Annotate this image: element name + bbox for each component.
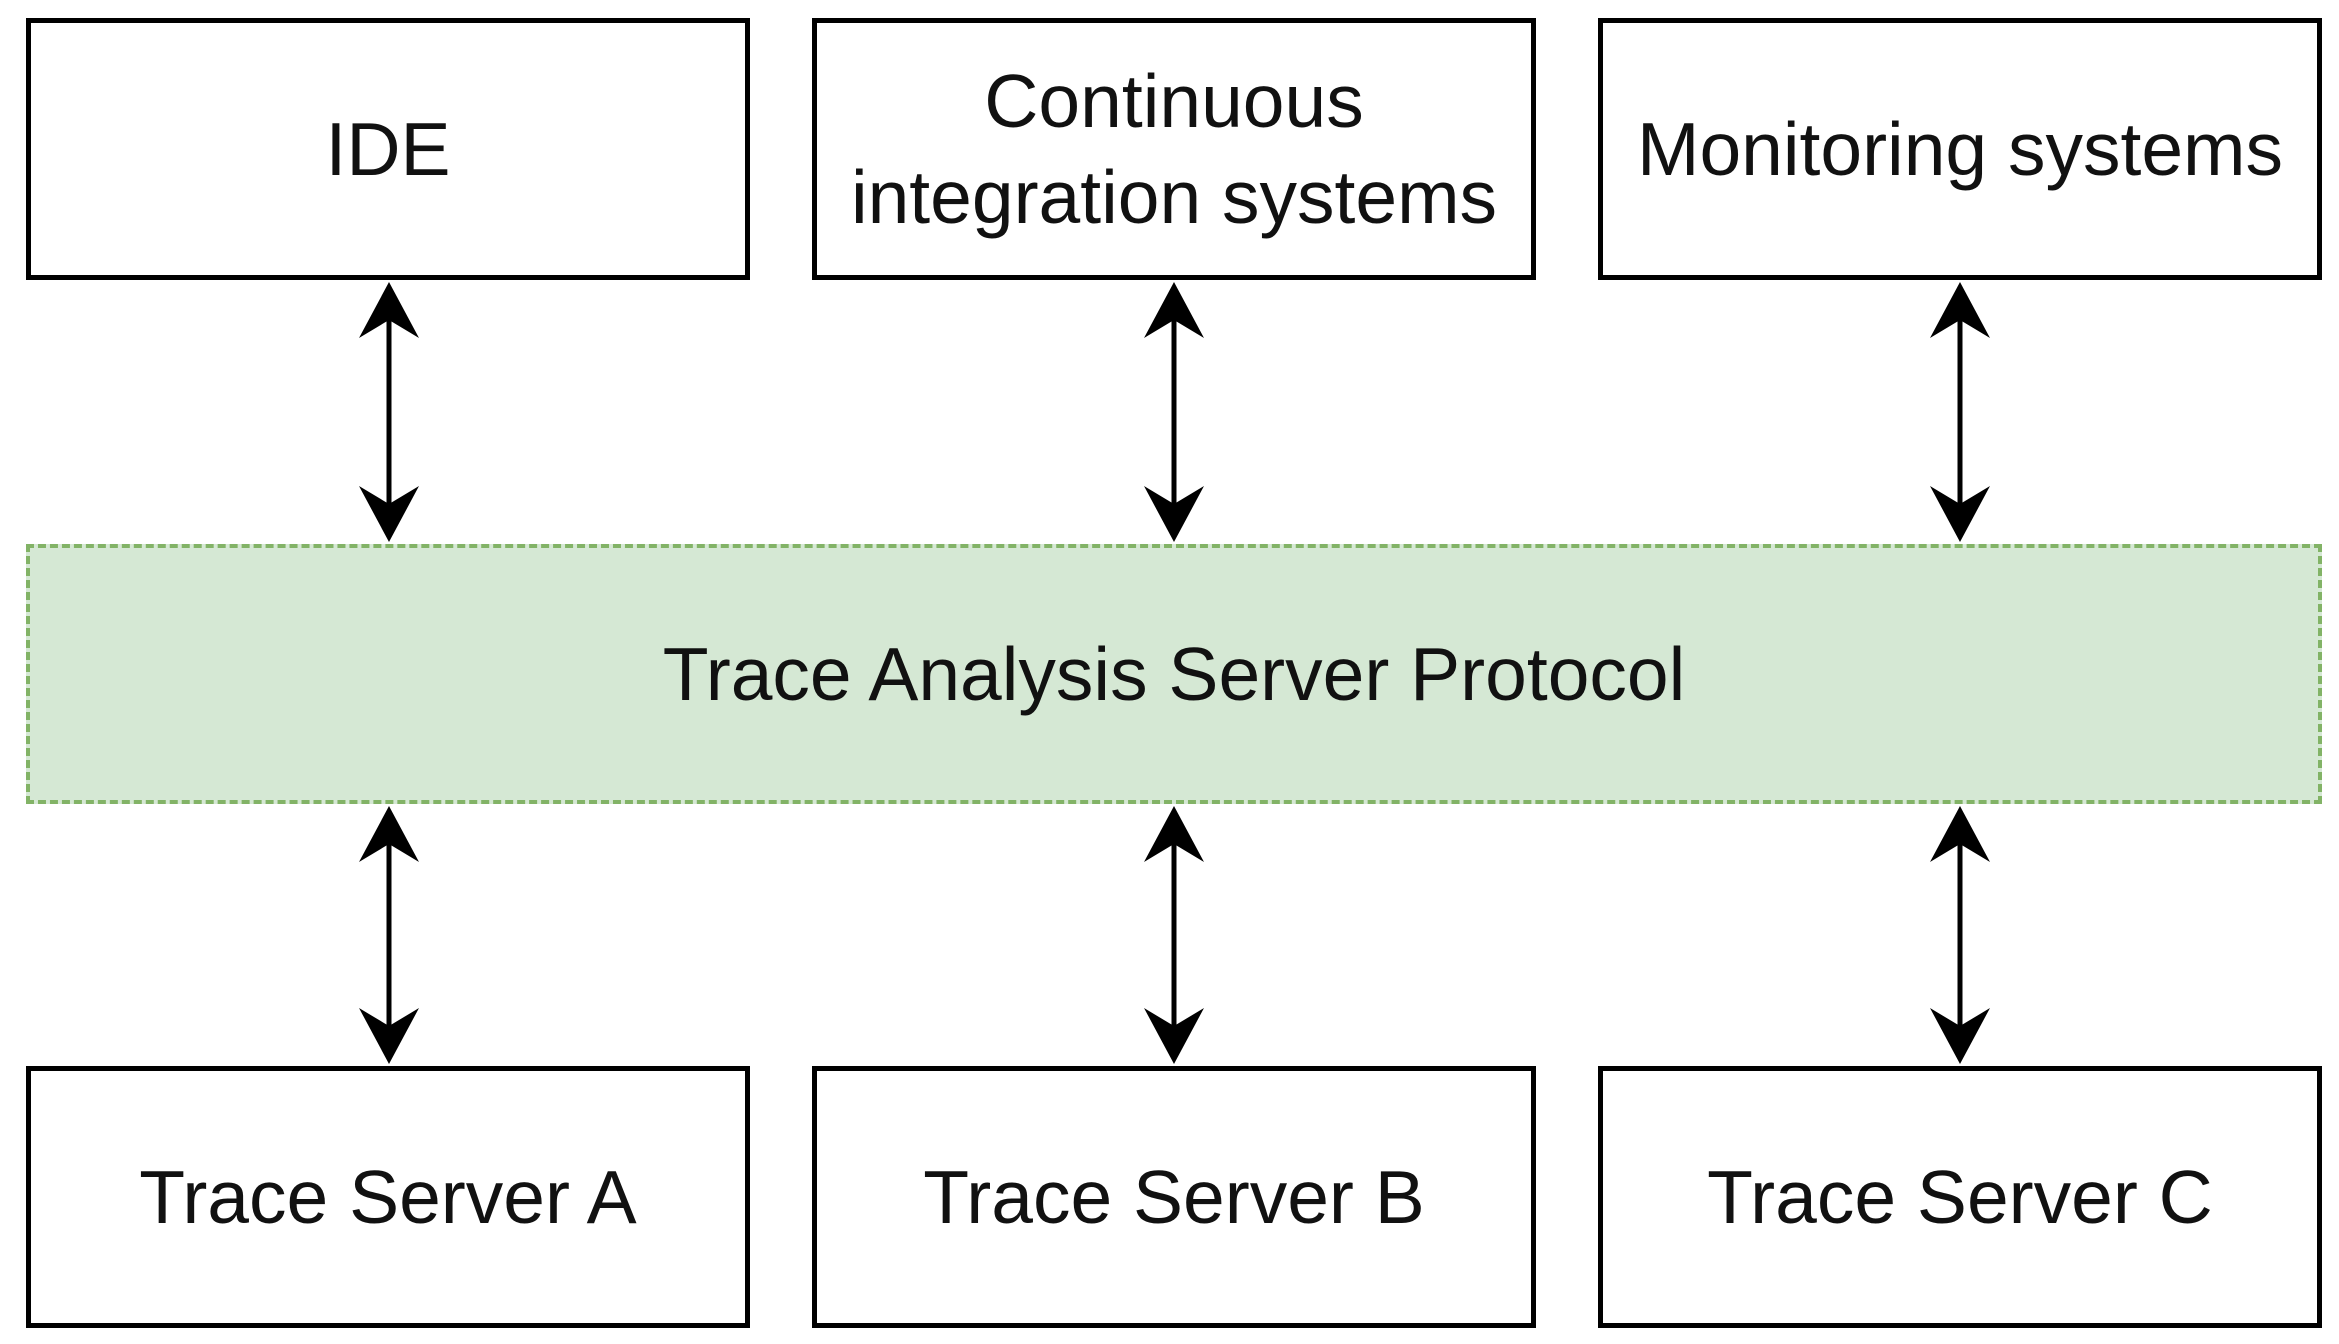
top-arrow-head-down-2 bbox=[1930, 486, 1990, 542]
ci-systems-box: Continuous integration systems bbox=[812, 18, 1536, 280]
trace-server-c-box: Trace Server C bbox=[1598, 1066, 2322, 1328]
top-arrow-head-up-1 bbox=[1144, 282, 1204, 338]
bottom-arrow-head-down-2 bbox=[1930, 1008, 1990, 1064]
trace-server-a-box: Trace Server A bbox=[26, 1066, 750, 1328]
trace-server-b-label: Trace Server B bbox=[923, 1155, 1425, 1239]
top-arrow-head-up-2 bbox=[1930, 282, 1990, 338]
protocol-label: Trace Analysis Server Protocol bbox=[662, 632, 1686, 716]
trace-server-b-box: Trace Server B bbox=[812, 1066, 1536, 1328]
bottom-arrow-head-down-0 bbox=[359, 1008, 419, 1064]
monitoring-systems-label: Monitoring systems bbox=[1636, 107, 2284, 191]
top-arrow-head-down-1 bbox=[1144, 486, 1204, 542]
bottom-arrow-head-up-1 bbox=[1144, 806, 1204, 862]
bottom-arrow-head-up-0 bbox=[359, 806, 419, 862]
protocol-layer: Trace Analysis Server Protocol bbox=[26, 544, 2322, 804]
ci-systems-label-line-2: integration systems bbox=[850, 155, 1498, 239]
bottom-arrow-head-up-2 bbox=[1930, 806, 1990, 862]
ide-box: IDE bbox=[26, 18, 750, 280]
top-arrow-head-up-0 bbox=[359, 282, 419, 338]
monitoring-systems-box: Monitoring systems bbox=[1598, 18, 2322, 280]
ide-label: IDE bbox=[325, 107, 451, 191]
bottom-arrow-head-down-1 bbox=[1144, 1008, 1204, 1064]
ci-systems-label-line-1: Continuous bbox=[984, 59, 1364, 143]
trace-server-a-label: Trace Server A bbox=[139, 1155, 637, 1239]
top-arrow-head-down-0 bbox=[359, 486, 419, 542]
trace-server-c-label: Trace Server C bbox=[1707, 1155, 2213, 1239]
